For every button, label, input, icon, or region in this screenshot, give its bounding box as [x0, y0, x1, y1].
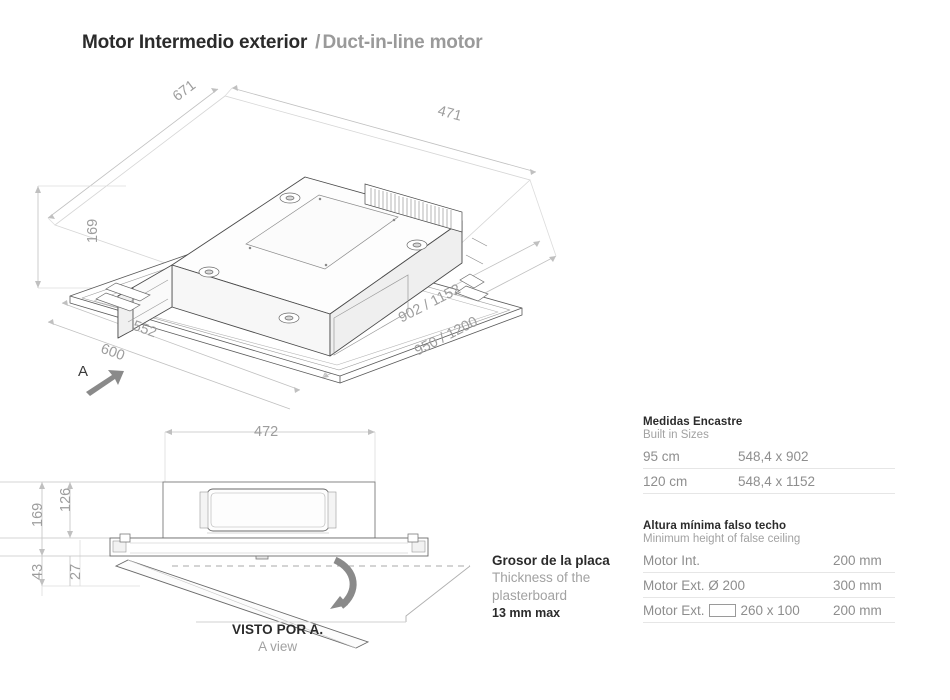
builtin-row-0-value: 548,4 x 902 — [738, 448, 809, 464]
builtin-row-1-value: 548,4 x 1152 — [738, 473, 816, 489]
false-ceiling-height-table: Altura mínima falso techo Minimum height… — [643, 520, 895, 623]
title-english: Duct-in-line motor — [322, 32, 483, 53]
dim-label-27: 27 — [68, 563, 84, 580]
iso-mounting-boss — [198, 192, 428, 324]
swing-arrow-icon — [330, 556, 357, 609]
table-row: Motor Int. 200 mm — [643, 548, 895, 573]
dim-label-169: 169 — [85, 218, 101, 243]
dim-label-472: 472 — [254, 424, 279, 440]
caption-en: A view — [258, 639, 298, 654]
builtin-row-0-label: 95 cm — [643, 448, 680, 464]
dim-label-600: 600 — [98, 341, 127, 365]
ceiling-row-1-label: Motor Ext. Ø 200 — [643, 577, 746, 593]
ceiling-heading-en: Minimum height of false ceiling — [643, 533, 801, 545]
ceiling-heading-es: Altura mínima falso techo — [643, 520, 787, 532]
iso-vent-grille — [364, 183, 463, 233]
elev-ceiling-plane — [0, 481, 163, 557]
title-spanish: Motor Intermedio exterior — [82, 32, 308, 53]
dim-label-671: 671 — [170, 77, 199, 105]
iso-trim-frame — [69, 231, 523, 384]
table-row: Motor Ext. 260 x 100 200 mm — [643, 598, 895, 623]
title-separator: / — [315, 32, 321, 53]
builtin-heading-es: Medidas Encastre — [643, 416, 743, 428]
table-row: 95 cm 548,4 x 902 — [643, 444, 895, 469]
ceiling-row-2-label: Motor Ext. — [643, 602, 705, 618]
dim-label-126: 126 — [58, 487, 74, 512]
rectangle-duct-icon — [708, 603, 736, 617]
view-marker-a-arrow — [86, 370, 124, 396]
iso-top-panel — [245, 194, 399, 270]
dim-label-elev-169: 169 — [30, 502, 46, 527]
callout-value: 13 mm max — [492, 605, 561, 620]
ceiling-row-0-label: Motor Int. — [643, 552, 701, 568]
callout-title-en-line1: Thickness of the — [492, 570, 591, 586]
dim-label-902-1152: 902 / 1152 — [396, 281, 464, 327]
ceiling-row-1-value: 300 mm — [833, 577, 882, 593]
builtin-heading-en: Built in Sizes — [643, 429, 709, 441]
callout-title-es: Grosor de la placa — [492, 553, 610, 568]
elev-motor-body — [162, 481, 376, 539]
table-row: 120 cm 548,4 x 1152 — [643, 469, 895, 494]
ceiling-row-2-label2: 260 x 100 — [740, 602, 800, 618]
callout-leader-line — [196, 565, 471, 623]
dim-label-950-1200: 950 / 1200 — [412, 313, 481, 360]
ceiling-row-2-value: 200 mm — [833, 602, 882, 618]
callout-title-en-line2: plasterboard — [492, 587, 568, 603]
iso-motor-body — [171, 176, 463, 357]
elev-trim-panel — [109, 537, 429, 557]
table-row: Motor Ext. Ø 200 300 mm — [643, 573, 895, 598]
elev-motor-unit — [199, 488, 337, 534]
plasterboard-callout: Grosor de la placa Thickness of the plas… — [492, 552, 642, 621]
builtin-sizes-table: Medidas Encastre Built in Sizes 95 cm 54… — [643, 416, 895, 494]
dim-label-471: 471 — [435, 103, 464, 125]
builtin-row-1-label: 120 cm — [643, 473, 688, 489]
caption-es: VISTO POR A. — [232, 622, 324, 637]
ceiling-row-0-value: 200 mm — [833, 552, 882, 568]
elev-panel-brackets — [119, 533, 419, 560]
elevation-view-caption: VISTO POR A. A view — [232, 622, 323, 654]
dim-label-552: 552 — [130, 318, 159, 342]
dim-label-43: 43 — [30, 563, 46, 580]
page-title: Motor Intermedio exterior /Duct-in-line m… — [82, 32, 483, 54]
elev-dimension-lines — [39, 429, 376, 596]
view-marker-a-label: A — [78, 363, 89, 380]
